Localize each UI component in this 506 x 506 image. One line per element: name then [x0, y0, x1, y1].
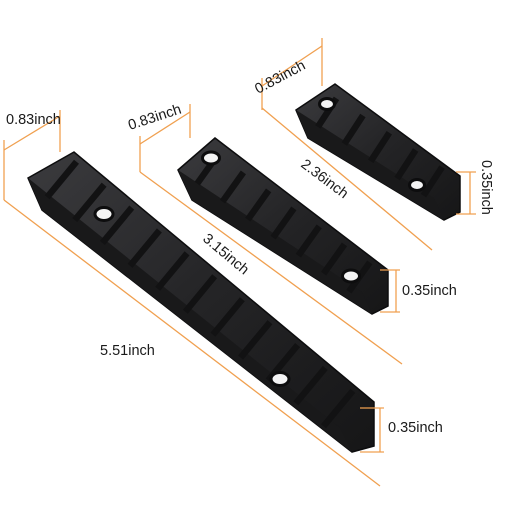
rail-slot: [245, 188, 272, 222]
medium-height-label: 0.35inch: [402, 283, 457, 299]
rail-slot: [210, 297, 245, 337]
small-width-line: [261, 45, 323, 87]
rail-slot: [99, 205, 135, 245]
rail-slot: [238, 320, 273, 360]
screw-hole: [269, 371, 291, 387]
medium-rail-side: [178, 170, 372, 314]
screw-hole: [318, 97, 336, 111]
rail-slot: [293, 365, 328, 406]
rail-slot: [72, 182, 107, 223]
medium-rail: [177, 137, 389, 315]
medium-length-line: [139, 171, 403, 365]
medium-rail-slots: [194, 152, 373, 294]
rail-slot: [368, 131, 392, 163]
large-rail: [27, 151, 375, 453]
large-height-label: 0.35inch: [388, 420, 443, 436]
large-rail-side: [28, 178, 352, 452]
small-rail: [295, 83, 461, 221]
large-length-label: 5.51inch: [100, 343, 155, 359]
rail-slot: [219, 170, 246, 204]
small-width-label: 0.83inch: [252, 58, 308, 98]
rail-slot: [44, 159, 79, 200]
small-rail-side: [296, 110, 444, 220]
dimension-lines: [3, 38, 476, 487]
large-rail-slots: [44, 159, 356, 429]
rail-slot: [394, 148, 419, 181]
screw-hole: [201, 150, 221, 166]
screw-hole: [93, 206, 115, 222]
rail-slot: [295, 224, 322, 258]
rail-slot: [270, 206, 297, 240]
screw-hole: [341, 268, 361, 284]
rail-slot: [155, 251, 190, 291]
rail-slot: [321, 388, 356, 429]
rail-slot: [182, 274, 218, 314]
small-length-label: 2.36inch: [298, 156, 351, 202]
small-length-line: [261, 107, 433, 251]
large-length-line: [3, 199, 381, 487]
rail-slot: [321, 242, 348, 276]
large-width-line: [3, 115, 61, 151]
medium-width-label: 0.83inch: [126, 102, 183, 134]
rail-slot: [127, 228, 162, 268]
rail-slot: [420, 165, 445, 198]
small-height-label: 0.35inch: [478, 160, 494, 215]
screw-hole: [408, 178, 426, 192]
rail-slot: [341, 113, 366, 146]
medium-width-line: [139, 111, 191, 145]
large-width-label: 0.83inch: [6, 112, 61, 128]
